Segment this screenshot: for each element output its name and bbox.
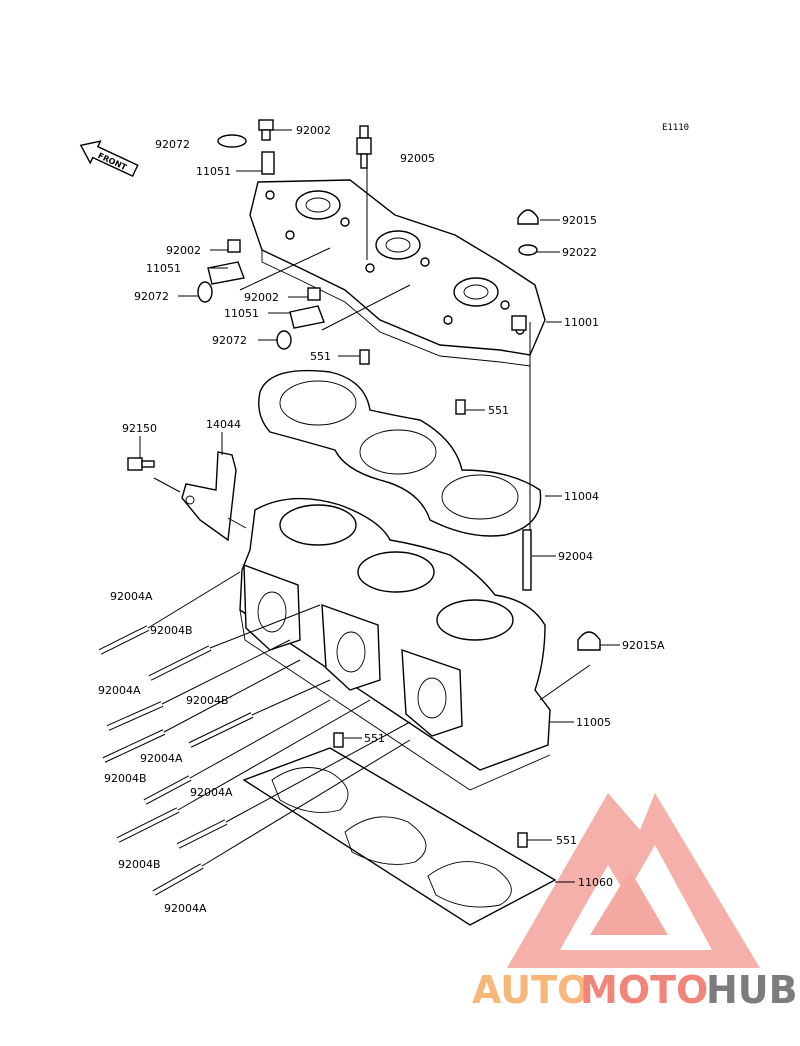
part-labels: 92072 92002 11051 92005 92015 92002 9202…: [98, 124, 665, 915]
label-92022: 92022: [562, 246, 597, 259]
bolt-92002-top: [258, 119, 274, 141]
label-11051-mid: 11051: [146, 262, 181, 275]
label-92002-top: 92002: [296, 124, 331, 137]
base-gasket-11060: [242, 747, 557, 926]
label-92004A-2: 92004A: [98, 684, 141, 697]
label-11051-low: 11051: [224, 307, 259, 320]
label-92004A-3: 92004A: [140, 752, 183, 765]
bracket-14044: [181, 451, 237, 542]
diagram-code: E1110: [662, 123, 689, 133]
clip-92072-top: [217, 134, 247, 148]
label-92150: 92150: [122, 422, 157, 435]
label-92004B-1: 92004B: [150, 624, 193, 637]
clip-92072-low: [276, 330, 292, 350]
studs-group: [98, 625, 254, 896]
watermark-text-auto: AUTO: [472, 968, 589, 1012]
leader-lines: [139, 129, 620, 883]
watermark-logo: AUTO MOTO HUB: [472, 793, 798, 1012]
label-14044: 14044: [206, 418, 241, 431]
label-92002-low: 92002: [244, 291, 279, 304]
dowel-551-a: [359, 349, 370, 365]
label-11004: 11004: [564, 490, 599, 503]
label-11060: 11060: [578, 876, 613, 889]
washer-92022: [518, 244, 538, 256]
label-11001: 11001: [564, 316, 599, 329]
label-92015: 92015: [562, 214, 597, 227]
label-92004A-5: 92004A: [164, 902, 207, 915]
label-11051-top: 11051: [196, 165, 231, 178]
label-92004: 92004: [558, 550, 593, 563]
label-92004B-4: 92004B: [118, 858, 161, 871]
watermark-text-moto: MOTO: [580, 968, 708, 1012]
clip-92072-mid: [197, 281, 213, 303]
sleeve-11051-top: [261, 151, 275, 175]
label-92004B-3: 92004B: [104, 772, 147, 785]
label-551-a: 551: [310, 350, 331, 363]
front-arrow-icon: FRONT: [79, 140, 139, 178]
label-551-d: 551: [556, 834, 577, 847]
bracket-11051-low: [289, 305, 325, 329]
label-92002-mid: 92002: [166, 244, 201, 257]
dowel-551-d: [517, 832, 528, 848]
bracket-11051-mid: [207, 261, 245, 285]
label-92015A: 92015A: [622, 639, 665, 652]
label-92004B-2: 92004B: [186, 694, 229, 707]
label-92005: 92005: [400, 152, 435, 165]
label-92004A-1: 92004A: [110, 590, 153, 603]
dowel-551-b: [455, 399, 466, 415]
label-92004A-4: 92004A: [190, 786, 233, 799]
label-551-b: 551: [488, 404, 509, 417]
label-92072-low: 92072: [212, 334, 247, 347]
cylinder-block-11005: [239, 497, 551, 791]
bolt-92002-low: [307, 287, 321, 301]
label-92072-mid: 92072: [134, 290, 169, 303]
label-92072-top: 92072: [155, 138, 190, 151]
cylinder-head-11001: [249, 179, 546, 367]
stud-92004: [522, 529, 532, 591]
cap-nut-92015: [517, 209, 539, 225]
label-551-c: 551: [364, 732, 385, 745]
label-11005: 11005: [576, 716, 611, 729]
head-gasket-11004: [258, 369, 542, 537]
bolt-92002-mid: [227, 239, 241, 253]
cap-nut-92015A: [577, 631, 601, 651]
bolt-92150: [127, 457, 155, 471]
sensor-92005: [356, 125, 372, 169]
dowel-551-c: [333, 732, 344, 748]
watermark-text-hub: HUB: [706, 968, 798, 1012]
